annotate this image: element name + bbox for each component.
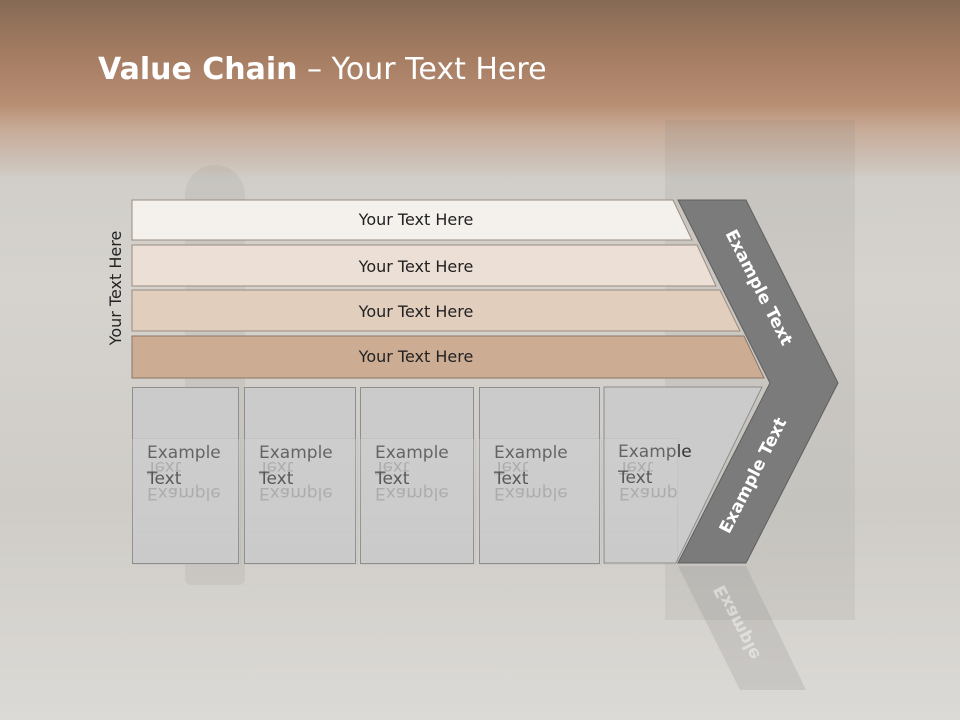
- band-shape-1: [131, 199, 693, 241]
- band-shape-4: [131, 335, 765, 379]
- column-2-line2: Text: [259, 466, 355, 492]
- band-shape-2: [131, 244, 717, 287]
- column-5-reflection-line2: Text: [619, 457, 654, 477]
- column-2-reflection-line1: Example: [259, 483, 333, 503]
- column-4-reflection-line2: Text: [494, 457, 529, 477]
- column-3-line2: Text: [375, 466, 473, 492]
- page-title: Value Chain – Your Text Here: [98, 52, 547, 87]
- chevron-arrow: [677, 199, 839, 564]
- band-shape-3: [131, 289, 741, 332]
- column-2-reflection-line2: Text: [259, 457, 294, 477]
- column-3-reflection-line2: Text: [375, 457, 410, 477]
- column-3-reflection-line1: Example: [375, 483, 449, 503]
- column-1-line2: Text: [147, 466, 238, 492]
- title-bold: Value Chain: [98, 52, 298, 87]
- column-1-reflection-line2: Text: [147, 457, 182, 477]
- column-box-4: Example Text: [479, 387, 600, 564]
- title-rest: – Your Text Here: [297, 52, 547, 87]
- column-4-line1: Example: [494, 440, 599, 466]
- column-4-line2: Text: [494, 466, 599, 492]
- column-1-line1: Example: [147, 440, 238, 466]
- band-label-1: Your Text Here: [358, 210, 474, 229]
- band-label-3: Your Text Here: [358, 302, 474, 321]
- column-4-reflection-line1: Example: [494, 483, 568, 503]
- column-5-line1: Example: [618, 439, 704, 465]
- column-5-line2: Text: [618, 465, 704, 491]
- column-shape-5: [603, 386, 763, 564]
- column-5-reflection-line1: Example: [619, 483, 678, 503]
- chevron-reflection: [678, 566, 806, 690]
- column-3-line1: Example: [375, 440, 473, 466]
- column-box-2: Example Text: [244, 387, 356, 564]
- column-1-reflection-line1: Example: [147, 483, 221, 503]
- column-reflection-5: Example Text: [604, 438, 678, 565]
- column-box-5: Example Text: [604, 387, 704, 564]
- band-label-2: Your Text Here: [358, 257, 474, 276]
- column-box-1: Example Text: [132, 387, 239, 564]
- title-band: [0, 0, 960, 180]
- column-box-3: Example Text: [360, 387, 474, 564]
- column-2-line1: Example: [259, 440, 355, 466]
- band-label-4: Your Text Here: [358, 347, 474, 366]
